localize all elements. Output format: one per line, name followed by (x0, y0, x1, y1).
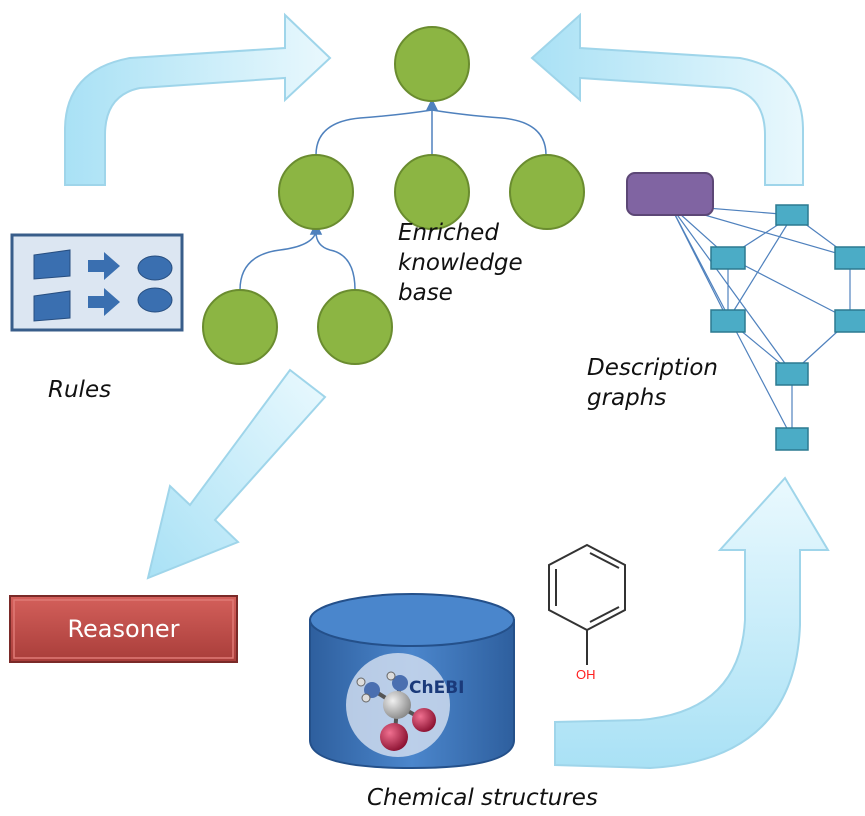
reasoner-box (9, 595, 238, 663)
rules-label: Rules (48, 377, 112, 403)
knowledge-base-tree (202, 26, 585, 365)
description-graphs-label: Description graphs (587, 355, 718, 411)
tree-node-leaf-1 (202, 289, 278, 365)
enriched-knowledge-base-label: Enriched knowledge base (398, 220, 523, 306)
chebi-logo-text: ChEBI (409, 678, 465, 698)
tree-node-middle (394, 154, 470, 230)
reasoner-label: Reasoner (67, 615, 180, 643)
molecule-icon (356, 671, 436, 751)
description-graph-nodes (710, 204, 865, 451)
arrow-rules-to-kb (64, 12, 332, 186)
tree-node-right (509, 154, 585, 230)
hydroxyl-label: OH (576, 667, 596, 682)
description-graph-root-node (626, 172, 714, 216)
tree-node-root (394, 26, 470, 102)
phenol-structure-icon (548, 543, 626, 665)
arrow-graphs-to-kb (530, 12, 804, 186)
arrow-kb-to-reasoner (146, 368, 327, 580)
tree-edges (239, 98, 547, 291)
tree-node-left (278, 154, 354, 230)
arrow-structures-to-graphs (554, 476, 830, 770)
rules-icon (10, 233, 184, 332)
tree-node-leaf-2 (317, 289, 393, 365)
chemical-structures-label: Chemical structures (367, 785, 598, 811)
